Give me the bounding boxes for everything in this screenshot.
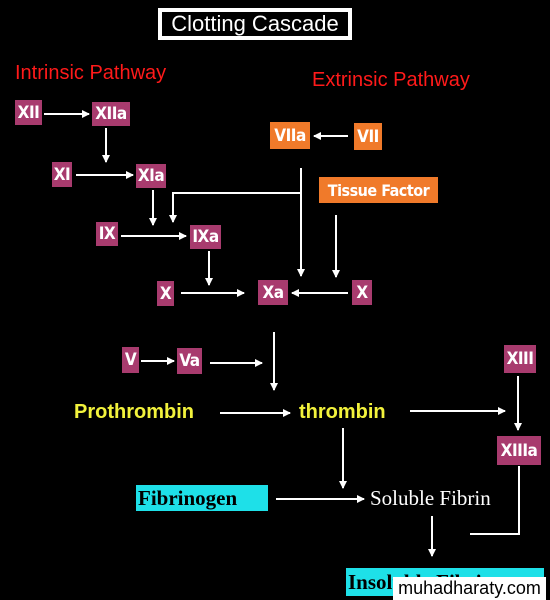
arrow-viia-to-ixa [169,192,301,223]
arrow-xiiia-to-insoluble [470,466,520,535]
factor-xiii: XIII [504,345,536,373]
intrinsic-pathway-label: Intrinsic Pathway [15,62,167,84]
factor-vii: VII [354,123,382,150]
factor-xi: XI [52,162,72,187]
diagram-title-box: Clotting Cascade [158,8,352,40]
fibrinogen-box: Fibrinogen [136,485,268,511]
diagram-title: Clotting Cascade [171,11,339,36]
factor-x-intrinsic: X [157,281,174,306]
factor-x-extrinsic: X [352,280,372,305]
factor-xiiia: XIIIa [497,436,541,465]
factor-ixa: IXa [190,225,221,249]
factor-xiia: XIIa [92,102,130,126]
factor-xii: XII [15,100,42,125]
extrinsic-pathway-label: Extrinsic Pathway [312,69,470,91]
factor-viia: VIIa [270,122,310,149]
factor-va: Va [177,348,202,374]
prothrombin-label: Prothrombin [74,401,194,423]
watermark: muhadharaty.com [393,577,546,600]
thrombin-label: thrombin [299,401,386,423]
factor-ix: IX [96,222,118,246]
factor-xa: Xa [258,280,288,305]
soluble-fibrin-label: Soluble Fibrin [370,486,491,510]
diagram-title-frame: Clotting Cascade [162,11,348,36]
factor-xia: XIa [136,164,166,188]
factor-v: V [122,347,139,373]
tissue-factor: Tissue Factor [319,177,438,203]
